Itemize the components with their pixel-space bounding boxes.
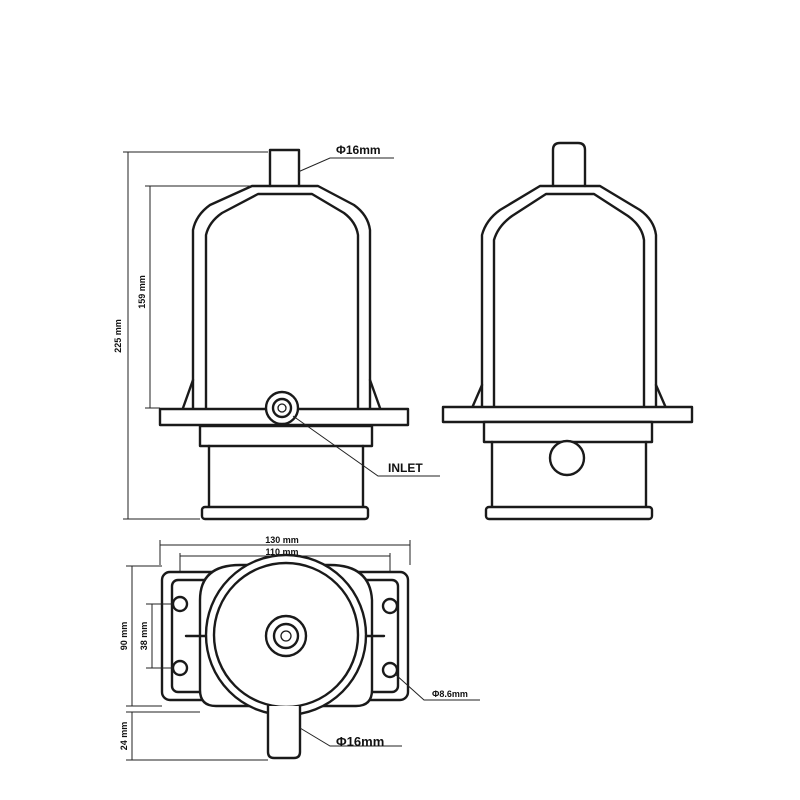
label-inlet: INLET bbox=[388, 461, 423, 475]
leader-mount-hole bbox=[394, 673, 480, 701]
mount-hole-top-right bbox=[381, 597, 399, 615]
side-lower-body bbox=[490, 440, 648, 510]
dim-flange-width bbox=[159, 540, 411, 565]
inlet-port-inner bbox=[271, 397, 293, 419]
dim-flange-depth bbox=[126, 565, 162, 707]
label-flange-depth: 90 mm bbox=[119, 622, 129, 651]
label-flange-width: 130 mm bbox=[265, 535, 299, 545]
inlet-port-core bbox=[277, 403, 287, 413]
side-dome-outer bbox=[480, 184, 658, 412]
leader-outlet-top bbox=[297, 157, 394, 173]
side-base bbox=[484, 505, 654, 521]
mount-hole-top-left bbox=[171, 595, 189, 613]
leader-outlet-bottom bbox=[299, 727, 402, 747]
front-lower-body bbox=[207, 444, 365, 510]
side-view bbox=[441, 141, 694, 521]
label-outlet-diameter-top: Φ16mm bbox=[336, 143, 381, 157]
top-center-port-outer bbox=[264, 614, 308, 658]
top-view: 130 mm 110 mm 90 mm 38 mm 2 bbox=[119, 535, 480, 761]
dim-hole-spacing-depth bbox=[146, 603, 173, 669]
label-pipe-length: 24 mm bbox=[119, 722, 129, 751]
side-top-pipe bbox=[551, 141, 587, 188]
mount-hole-bottom-left bbox=[171, 659, 189, 677]
dim-overall-height bbox=[123, 151, 268, 520]
front-body-skirt bbox=[181, 378, 382, 410]
side-inlet-port bbox=[548, 439, 586, 477]
inlet-port-outer bbox=[264, 390, 300, 426]
side-flange bbox=[441, 405, 694, 424]
label-overall-height: 225 mm bbox=[113, 319, 123, 353]
label-outlet-diameter-bottom: Φ16mm bbox=[336, 734, 384, 749]
side-body-skirt bbox=[470, 383, 668, 410]
front-dome-inner bbox=[204, 192, 360, 412]
front-dome-outer bbox=[191, 184, 372, 412]
front-view: Φ16mm INLET 225 mm 159 mm bbox=[113, 143, 440, 521]
leader-inlet bbox=[292, 415, 440, 477]
label-mount-hole-diameter: Φ8.6mm bbox=[432, 689, 468, 699]
mount-hole-bottom-right bbox=[381, 661, 399, 679]
side-dome-inner bbox=[492, 192, 646, 412]
dim-pipe-length bbox=[126, 711, 268, 761]
top-center-port-core bbox=[280, 630, 292, 642]
label-hole-spacing-depth: 38 mm bbox=[139, 622, 149, 651]
front-base bbox=[200, 505, 370, 521]
top-bottom-pipe bbox=[266, 704, 302, 760]
dim-body-height bbox=[145, 185, 250, 409]
top-center-port-mid bbox=[272, 622, 300, 650]
side-collar bbox=[482, 420, 654, 444]
label-hole-spacing-width: 110 mm bbox=[265, 547, 298, 557]
label-body-height: 159 mm bbox=[137, 275, 147, 309]
front-collar bbox=[198, 424, 374, 448]
front-top-pipe bbox=[268, 148, 301, 188]
